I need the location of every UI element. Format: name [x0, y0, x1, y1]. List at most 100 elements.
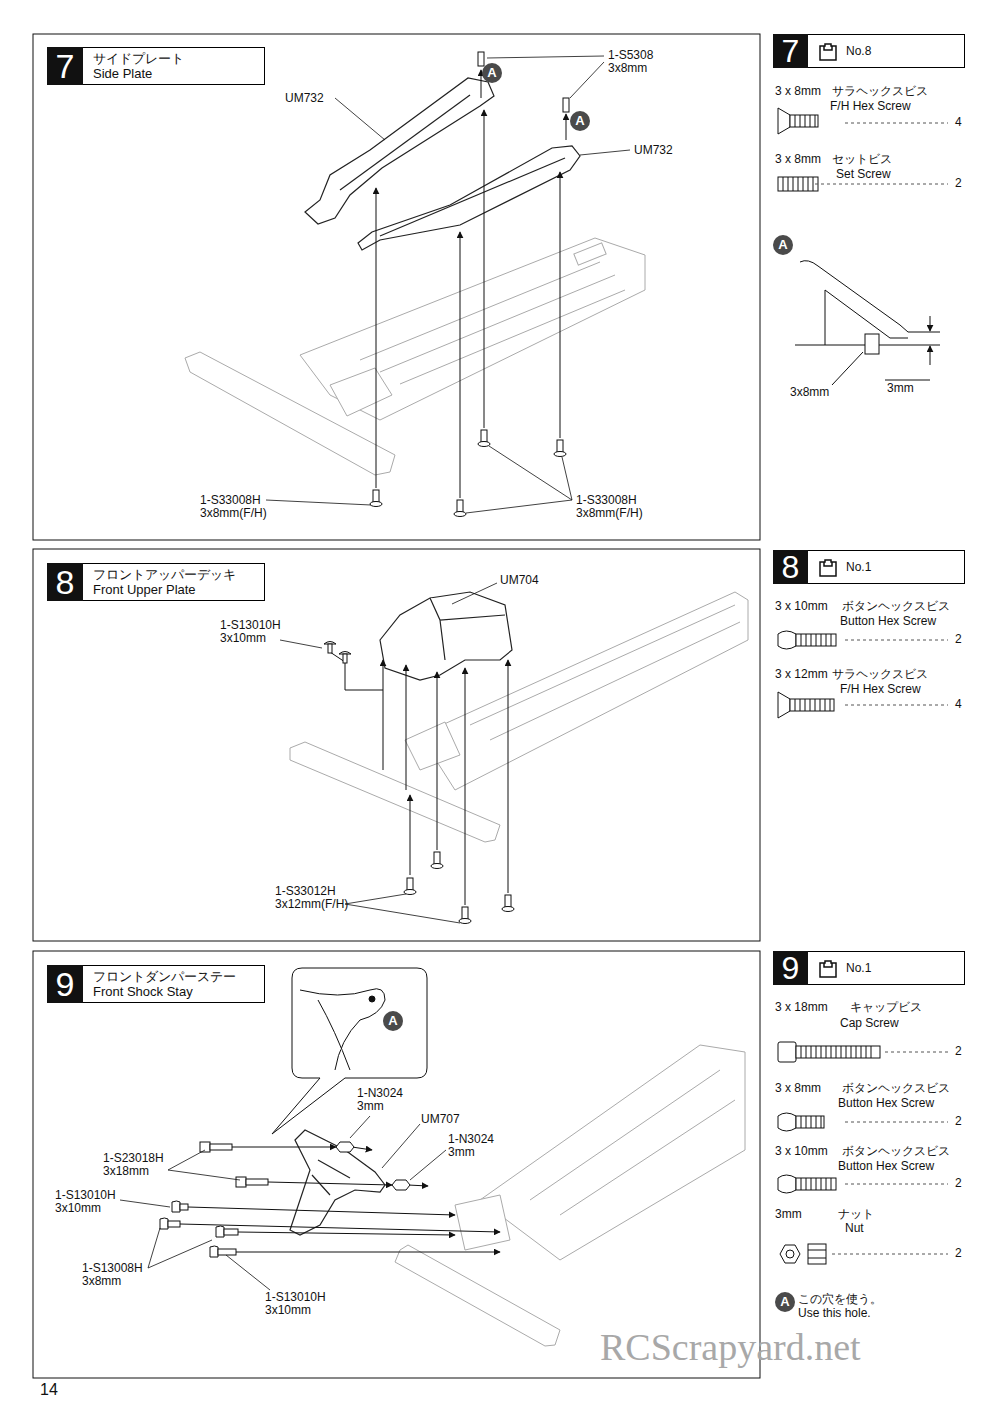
part-label: 3x12mm(F/H) — [275, 898, 348, 911]
part-label: Button Hex Screw — [838, 1160, 934, 1173]
part-label: 14 — [40, 1380, 58, 1400]
parts-header: 8 No.1 — [773, 550, 965, 584]
part-label: 3 x 18mm — [775, 1001, 828, 1014]
step-name: Front Shock Stay — [93, 984, 254, 999]
side-plates — [305, 78, 580, 250]
part-label: 3x8mm(F/H) — [200, 507, 267, 520]
part-label: この穴を使う。 — [798, 1293, 882, 1306]
part-label: ナット — [838, 1208, 874, 1221]
part-label: UM704 — [500, 574, 539, 587]
step-name: Front Upper Plate — [93, 582, 254, 597]
step-name: Side Plate — [93, 66, 254, 81]
part-label: Button Hex Screw — [838, 1097, 934, 1110]
leader-lines — [266, 56, 630, 513]
part-label: 4 — [955, 698, 962, 711]
marker-circle: A — [775, 1292, 795, 1312]
step-title: 7 サイドプレートSide Plate — [47, 47, 265, 85]
part-label: 3 x 10mm — [775, 600, 828, 613]
part-label: 2 — [955, 177, 962, 190]
part-label: セットビス — [832, 153, 892, 166]
parts-icons — [778, 108, 818, 191]
part-label: UM707 — [421, 1113, 460, 1126]
bag-icon — [818, 42, 838, 62]
step-number: 9 — [47, 965, 83, 1003]
part-label: 1-S13010H — [265, 1291, 326, 1304]
marker-circle: A — [570, 111, 590, 131]
part-label: Cap Screw — [840, 1017, 899, 1030]
part-label: 2 — [955, 1045, 962, 1058]
marker-circle: A — [773, 235, 793, 255]
marker-letter: A — [388, 1013, 397, 1028]
part-label: 3mm — [357, 1100, 384, 1113]
part-label: 2 — [955, 1177, 962, 1190]
part-label: 3 x 12mm — [775, 668, 828, 681]
bag-icon — [818, 558, 838, 578]
step-number: 8 — [773, 550, 808, 584]
part-label: 4 — [955, 116, 962, 129]
bag-icon — [818, 959, 838, 979]
part-label: 3x8mm — [82, 1275, 121, 1288]
part-label: 3mm — [775, 1208, 802, 1221]
marker-circle: A — [482, 63, 502, 83]
part-label: 1-S13010H — [220, 619, 281, 632]
part-label: Set Screw — [836, 168, 891, 181]
part-label: サラヘックスビス — [832, 668, 928, 681]
part-label: 1-S33012H — [275, 885, 336, 898]
marker-letter: A — [780, 1294, 789, 1309]
marker-circle: A — [383, 1011, 403, 1031]
part-label: 3 x 8mm — [775, 85, 821, 98]
step-name: サイドプレート — [93, 51, 254, 66]
part-label: 1-S33008H — [576, 494, 637, 507]
assembly-arrows — [330, 652, 508, 905]
leader-lines — [120, 1116, 446, 1290]
upper-plate — [380, 592, 512, 680]
screws — [324, 642, 514, 924]
part-label: UM732 — [634, 144, 673, 157]
part-label: 3 x 10mm — [775, 1145, 828, 1158]
step-number: 8 — [47, 563, 83, 601]
screws — [370, 52, 569, 517]
part-label: 1-S13008H — [82, 1262, 143, 1275]
leader-lines — [280, 583, 497, 923]
part-label: 1-S5308 — [608, 49, 653, 62]
step-title: 9フロントダンパーステーFront Shock Stay — [47, 965, 265, 1003]
part-label: ボタンヘックスビス — [842, 1145, 950, 1158]
step-number: 7 — [773, 34, 808, 68]
bag-number: No.8 — [846, 44, 871, 58]
bag-number: No.1 — [846, 961, 871, 975]
part-label: F/H Hex Screw — [830, 100, 911, 113]
part-label: Button Hex Screw — [840, 615, 936, 628]
part-label: 1-N3024 — [357, 1087, 403, 1100]
part-label: 3mm — [887, 382, 914, 395]
part-label: ボタンヘックスビス — [842, 600, 950, 613]
parts-header: 9 No.1 — [773, 951, 965, 985]
part-label: 3x10mm — [220, 632, 266, 645]
bag-number: No.1 — [846, 560, 871, 574]
part-label: 3x18mm — [103, 1165, 149, 1178]
detail-inset — [272, 968, 427, 1134]
part-label: 2 — [955, 633, 962, 646]
part-label: 3x10mm — [55, 1202, 101, 1215]
parts-header: 7 No.8 — [773, 34, 965, 68]
part-label: 3x8mm — [608, 62, 647, 75]
step-number: 7 — [47, 47, 83, 85]
part-label: 1-S33008H — [200, 494, 261, 507]
screws — [160, 1142, 410, 1257]
part-label: 3x10mm — [265, 1304, 311, 1317]
chassis-ghost — [395, 1045, 745, 1346]
step-number: 9 — [773, 951, 808, 985]
step-frames — [33, 34, 760, 1378]
part-label: 2 — [955, 1115, 962, 1128]
marker-letter: A — [487, 65, 496, 80]
part-label: 3x8mm(F/H) — [576, 507, 643, 520]
assembly-arrows — [180, 1147, 500, 1252]
part-label: 1-S13010H — [55, 1189, 116, 1202]
part-label: 2 — [955, 1247, 962, 1260]
part-label: UM732 — [285, 92, 324, 105]
part-label: ボタンヘックスビス — [842, 1082, 950, 1095]
part-label: 3mm — [448, 1146, 475, 1159]
part-label: Nut — [845, 1222, 864, 1235]
chassis-ghost — [290, 592, 748, 842]
